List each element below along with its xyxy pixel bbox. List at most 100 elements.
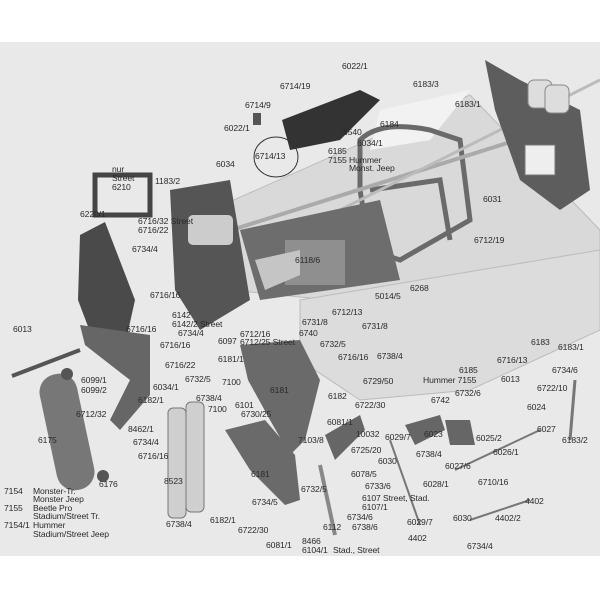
front-suspension-mount bbox=[80, 325, 150, 430]
part-number-label: 6738/6 bbox=[352, 522, 378, 532]
part-number-label: 6716/16 bbox=[160, 340, 191, 350]
part-number-label: 6730/25 bbox=[241, 409, 272, 419]
part-number-label: 7154/1 bbox=[4, 520, 30, 530]
part-number-label: Street bbox=[112, 173, 135, 183]
part-number-label: 6107 Street, Stad. bbox=[362, 493, 430, 503]
front-bulkhead bbox=[170, 180, 250, 330]
part-number-label: 6181 bbox=[251, 469, 270, 479]
part-number-label: 6034 bbox=[216, 159, 235, 169]
part-number-label: 6716/32 Street bbox=[138, 216, 193, 226]
part-number-label: Stadium/Street Tr. bbox=[33, 511, 100, 521]
part-number-label: 6220/1 bbox=[80, 209, 106, 219]
part-number-label: 6026/1 bbox=[493, 447, 519, 457]
part-number-label: Monster-Tr. bbox=[33, 486, 76, 496]
part-number-label: 6716/22 bbox=[165, 360, 196, 370]
part-number-label: Stadium/Street Jeep bbox=[33, 529, 109, 539]
part-number-label: 6029/7 bbox=[407, 517, 433, 527]
part-number-label: 6729/50 bbox=[363, 376, 394, 386]
part-number-label: 6034/1 bbox=[357, 138, 383, 148]
part-number-label: 6712/19 bbox=[474, 235, 505, 245]
part-number-label: 6731/8 bbox=[302, 317, 328, 327]
part-number-label: 7154 bbox=[4, 486, 23, 496]
part-number-label: 6022/1 bbox=[224, 123, 250, 133]
part-number-label: 6031 bbox=[483, 194, 502, 204]
part-number-label: 6183 bbox=[531, 337, 550, 347]
part-number-label: 6182 bbox=[328, 391, 347, 401]
part-number-label: 8523 bbox=[164, 476, 183, 486]
part-number-label: 6142/2 Street bbox=[172, 319, 223, 329]
steering-parts bbox=[318, 379, 577, 536]
part-number-label: 5014/5 bbox=[375, 291, 401, 301]
part-number-label: 6716/22 bbox=[138, 225, 169, 235]
part-number-label: Hummer bbox=[33, 520, 66, 530]
part-number-label: 6182/1 bbox=[210, 515, 236, 525]
part-number-label: 6175 bbox=[38, 435, 57, 445]
shock-absorbers bbox=[167, 401, 205, 519]
part-number-label: 6732/6 bbox=[455, 388, 481, 398]
part-number-label: Stad., Street bbox=[333, 545, 380, 555]
part-number-label: 6722/10 bbox=[537, 383, 568, 393]
part-number-label: 6740 bbox=[299, 328, 318, 338]
part-number-label: 6081/1 bbox=[266, 540, 292, 550]
part-number-label: 6712/13 bbox=[332, 307, 363, 317]
part-number-label: 6738/4 bbox=[377, 351, 403, 361]
part-number-label: 6078/5 bbox=[351, 469, 377, 479]
part-number-label: Monst. Jeep bbox=[349, 163, 395, 173]
part-number-label: 6731/8 bbox=[362, 321, 388, 331]
part-number-label: 6023 bbox=[424, 429, 443, 439]
part-number-label: 6028/1 bbox=[423, 479, 449, 489]
bumper bbox=[78, 172, 153, 345]
part-number-label: 6733/6 bbox=[365, 481, 391, 491]
part-number-label: 6030 bbox=[378, 456, 397, 466]
part-number-label: 6716/16 bbox=[138, 451, 169, 461]
part-number-label: 6099/1 bbox=[81, 375, 107, 385]
part-number-label: 6722/30 bbox=[355, 400, 386, 410]
part-number-label: Beetle Pro bbox=[33, 503, 73, 513]
part-number-label: 6716/16 bbox=[338, 352, 369, 362]
part-number-label: 6029/7 bbox=[385, 432, 411, 442]
part-number-label: 6184 bbox=[380, 119, 399, 129]
chassis-center bbox=[240, 200, 400, 300]
part-number-label: 6734/4 bbox=[133, 437, 159, 447]
part-number-label: 6714/19 bbox=[280, 81, 311, 91]
part-number-label: 6738/4 bbox=[196, 393, 222, 403]
part-number-label: 6013 bbox=[501, 374, 520, 384]
part-number-label: 7100 bbox=[222, 377, 241, 387]
part-number-label: 6185 bbox=[328, 146, 347, 156]
part-number-label: 6732/5 bbox=[320, 339, 346, 349]
part-number-label: 6183/1 bbox=[558, 342, 584, 352]
rear-gearbox bbox=[485, 60, 590, 210]
part-number-label: 6027/6 bbox=[445, 461, 471, 471]
part-number-label: 6734/6 bbox=[347, 512, 373, 522]
part-number-label: 6013 bbox=[13, 324, 32, 334]
part-number-label: 6183/2 bbox=[562, 435, 588, 445]
servo-and-body-mount bbox=[253, 90, 380, 150]
part-number-label: 6112 bbox=[323, 522, 342, 532]
part-number-label: 6734/4 bbox=[132, 244, 158, 254]
part-number-label: Monster Jeep bbox=[33, 494, 84, 504]
part-number-label: 6712/32 bbox=[76, 409, 107, 419]
part-number-label: 6716/16 bbox=[126, 324, 157, 334]
part-number-label: 6722/30 bbox=[238, 525, 269, 535]
part-number-label: 1183/2 bbox=[155, 176, 181, 186]
part-number-label: 10032 bbox=[356, 429, 380, 439]
part-number-label: 6734/6 bbox=[552, 365, 578, 375]
part-number-label: 6176 bbox=[99, 479, 118, 489]
part-number-label: 6081/1 bbox=[327, 417, 353, 427]
part-number-label: 6142 bbox=[172, 310, 191, 320]
part-number-label: 8462/1 bbox=[128, 424, 154, 434]
steering-link bbox=[11, 348, 109, 491]
part-number-label: 4402/2 bbox=[495, 513, 521, 523]
part-number-label: 6716/16 bbox=[150, 290, 181, 300]
part-number-label: 6181 bbox=[270, 385, 289, 395]
a-arms bbox=[225, 340, 320, 505]
part-number-label: Hummer 7155 bbox=[423, 375, 477, 385]
part-number-label: 6725/20 bbox=[351, 445, 382, 455]
part-number-label: nur bbox=[112, 164, 125, 174]
part-number-label: 6714/9 bbox=[245, 100, 271, 110]
part-number-label: 6107/1 bbox=[362, 502, 388, 512]
part-number-label: 4402 bbox=[525, 496, 544, 506]
part-number-label: 6734/5 bbox=[252, 497, 278, 507]
